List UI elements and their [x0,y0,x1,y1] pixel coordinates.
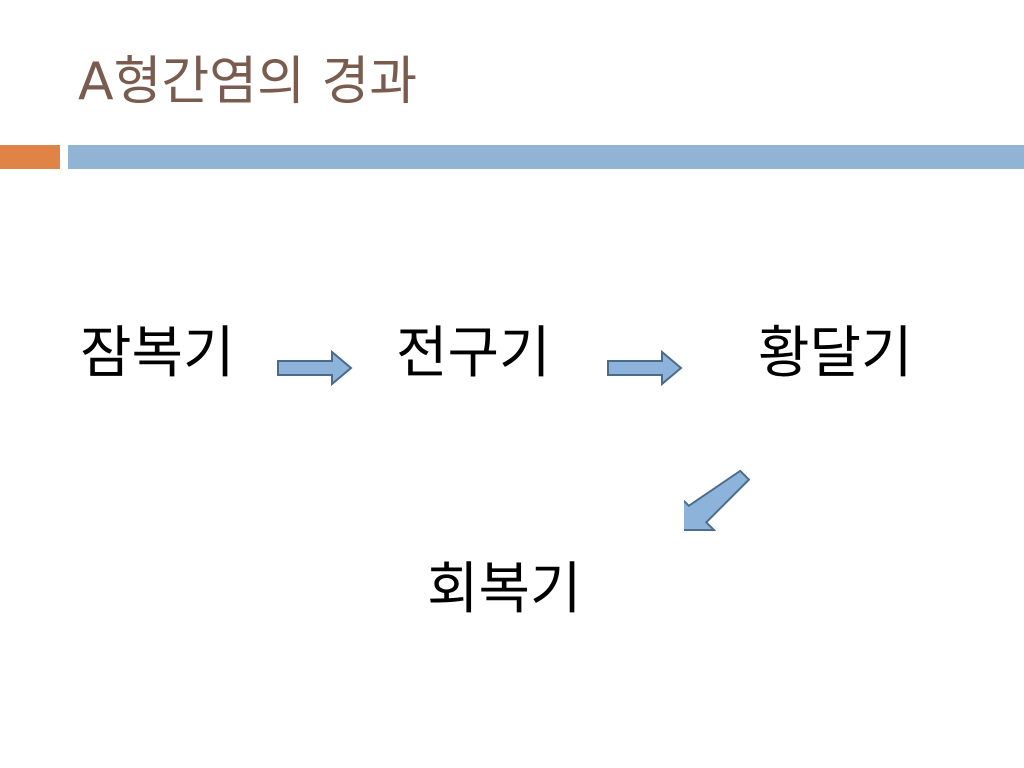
right-arrow-icon [607,350,683,386]
slide-title: A형간염의 경과 [78,52,418,112]
title-rule-bar [68,145,1024,169]
right-arrow-icon [277,350,353,386]
stage-recovery: 회복기 [427,557,582,622]
title-accent-bar [0,145,60,169]
stage-incubation: 잠복기 [80,321,235,386]
stage-icteric: 황달기 [758,321,913,386]
stage-prodromal: 전구기 [396,321,551,386]
down-left-arrow-icon [684,469,750,532]
